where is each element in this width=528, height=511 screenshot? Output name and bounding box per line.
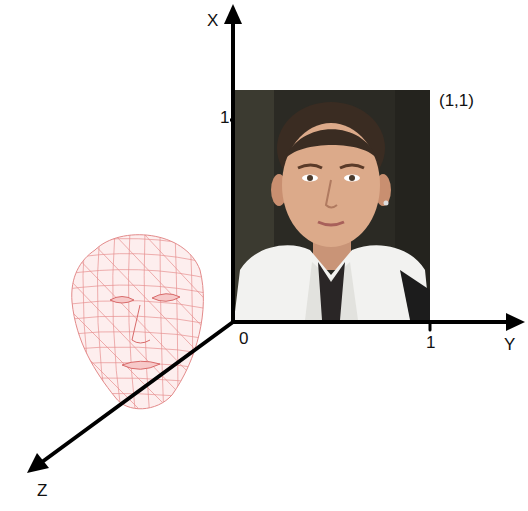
axis-name: Z bbox=[36, 482, 48, 501]
coordinate-axes bbox=[42, 20, 512, 462]
face-photo bbox=[234, 90, 430, 320]
corner-coordinate: (1,1) bbox=[438, 92, 475, 111]
axis-name: Y bbox=[503, 336, 516, 355]
tick-value: 1 bbox=[219, 109, 230, 128]
axis-name: X bbox=[206, 12, 219, 31]
origin-value: 0 bbox=[238, 330, 249, 349]
tick-value: 1 bbox=[425, 334, 436, 353]
axis-arrowheads bbox=[27, 4, 525, 473]
